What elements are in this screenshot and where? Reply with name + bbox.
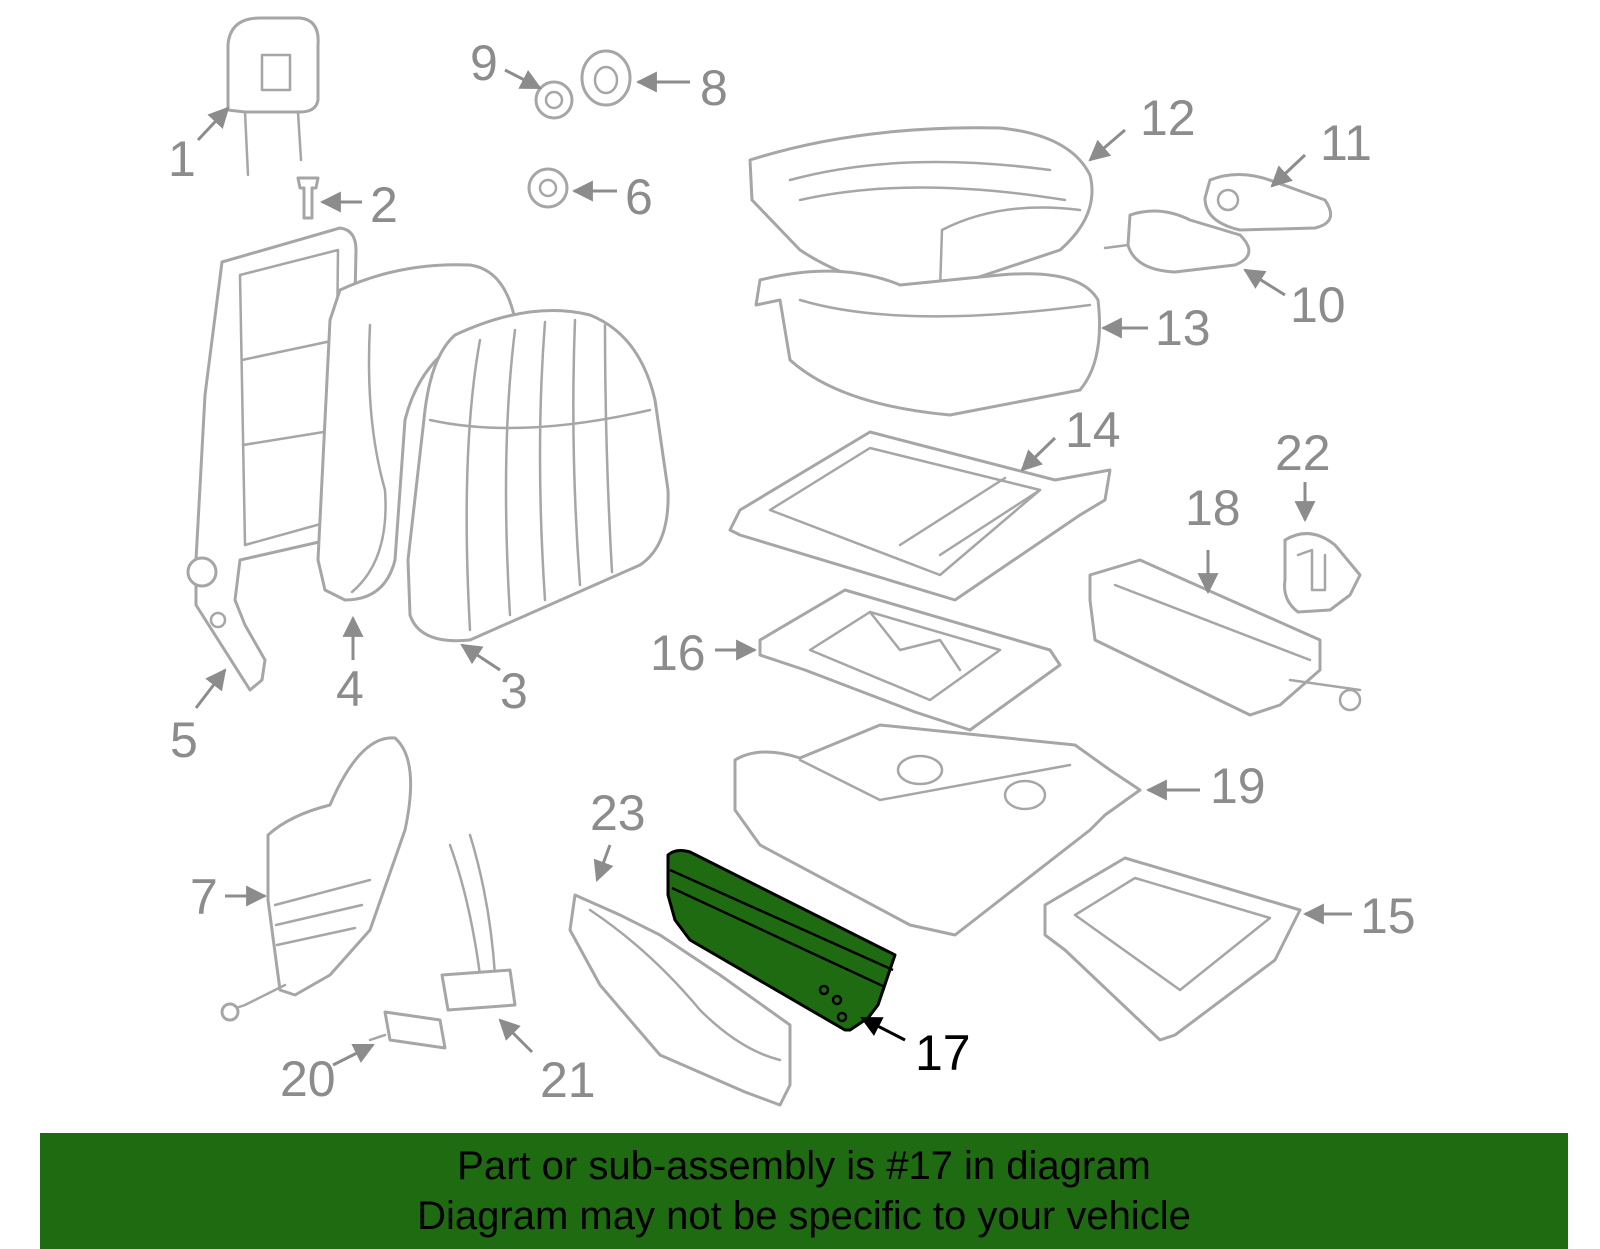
svg-text:10: 10 <box>1290 277 1346 333</box>
callout-22: 22 <box>1275 425 1331 523</box>
callout-4: 4 <box>336 615 364 717</box>
part-8-bushing[interactable] <box>580 49 632 107</box>
callout-6: 6 <box>571 169 653 225</box>
callout-3: 3 <box>460 643 528 719</box>
part-9-knob[interactable] <box>534 80 574 120</box>
svg-text:23: 23 <box>590 785 646 841</box>
part-12-cushion-cover[interactable] <box>748 126 1094 292</box>
callout-19: 19 <box>1145 758 1266 814</box>
svg-text:17: 17 <box>915 1025 971 1081</box>
part-13-cushion-pad[interactable] <box>754 269 1102 417</box>
part-19-seat-base[interactable] <box>733 723 1142 937</box>
info-banner: Part or sub-assembly is #17 in diagram D… <box>40 1133 1568 1249</box>
callout-8: 8 <box>635 60 728 116</box>
callout-15: 15 <box>1302 888 1416 944</box>
part-14-cushion-frame[interactable] <box>728 430 1112 602</box>
banner-line-disclaimer: Diagram may not be specific to your vehi… <box>417 1194 1191 1238</box>
part-2-guide-pin[interactable] <box>296 176 320 220</box>
callout-11: 11 <box>1270 115 1372 188</box>
svg-text:3: 3 <box>500 663 528 719</box>
callout-1: 1 <box>168 106 230 187</box>
part-3-seatback-cover[interactable] <box>406 309 670 643</box>
part-5-seatback-frame[interactable] <box>186 226 358 692</box>
svg-text:15: 15 <box>1360 888 1416 944</box>
part-23-side-trim[interactable] <box>568 893 792 1107</box>
svg-text:6: 6 <box>625 169 653 225</box>
svg-text:5: 5 <box>170 712 198 768</box>
callout-5: 5 <box>170 668 227 768</box>
callout-17: 17 <box>860 1016 971 1081</box>
part-11-recliner-cover[interactable] <box>1203 172 1333 232</box>
callout-18: 18 <box>1185 480 1241 595</box>
part-17-front-panel[interactable] <box>666 849 897 1032</box>
callout-7: 7 <box>190 869 268 925</box>
svg-text:19: 19 <box>1210 758 1266 814</box>
part-15-storage-tray[interactable] <box>1043 856 1302 1042</box>
callout-13: 13 <box>1100 300 1211 356</box>
callout-10: 10 <box>1243 268 1346 333</box>
part-21-wire-harness[interactable] <box>440 833 517 1012</box>
svg-text:18: 18 <box>1185 480 1241 536</box>
svg-text:8: 8 <box>700 60 728 116</box>
svg-text:7: 7 <box>190 869 218 925</box>
part-10-recliner-cover[interactable] <box>1103 209 1251 274</box>
svg-text:13: 13 <box>1155 300 1211 356</box>
seat-parts-diagram: 1 2 3 4 5 6 7 8 9 10 11 12 <box>168 16 1416 1108</box>
banner-line-part: Part or sub-assembly is #17 in diagram <box>457 1144 1151 1188</box>
callout-12: 12 <box>1088 90 1196 162</box>
svg-text:4: 4 <box>336 661 364 717</box>
svg-text:22: 22 <box>1275 425 1331 481</box>
callout-14: 14 <box>1020 402 1121 472</box>
callout-21: 21 <box>498 1018 596 1108</box>
svg-text:21: 21 <box>540 1052 596 1108</box>
callout-9: 9 <box>470 35 542 91</box>
svg-text:11: 11 <box>1320 115 1372 171</box>
svg-text:9: 9 <box>470 35 498 91</box>
part-1-headrest[interactable] <box>226 16 320 177</box>
svg-text:12: 12 <box>1140 90 1196 146</box>
part-6-knob[interactable] <box>527 167 569 209</box>
part-16-seat-pan[interactable] <box>758 588 1062 732</box>
part-22-clip[interactable] <box>1283 532 1362 614</box>
svg-text:20: 20 <box>280 1051 336 1107</box>
part-7-side-shield[interactable] <box>220 736 413 1022</box>
svg-text:1: 1 <box>168 131 196 187</box>
callout-20: 20 <box>280 1043 375 1107</box>
svg-text:2: 2 <box>370 177 398 233</box>
callout-2: 2 <box>319 177 398 233</box>
part-20-connector[interactable] <box>368 1010 447 1050</box>
callout-16: 16 <box>650 625 758 681</box>
svg-text:14: 14 <box>1065 402 1121 458</box>
svg-text:16: 16 <box>650 625 706 681</box>
callout-23: 23 <box>590 785 646 882</box>
